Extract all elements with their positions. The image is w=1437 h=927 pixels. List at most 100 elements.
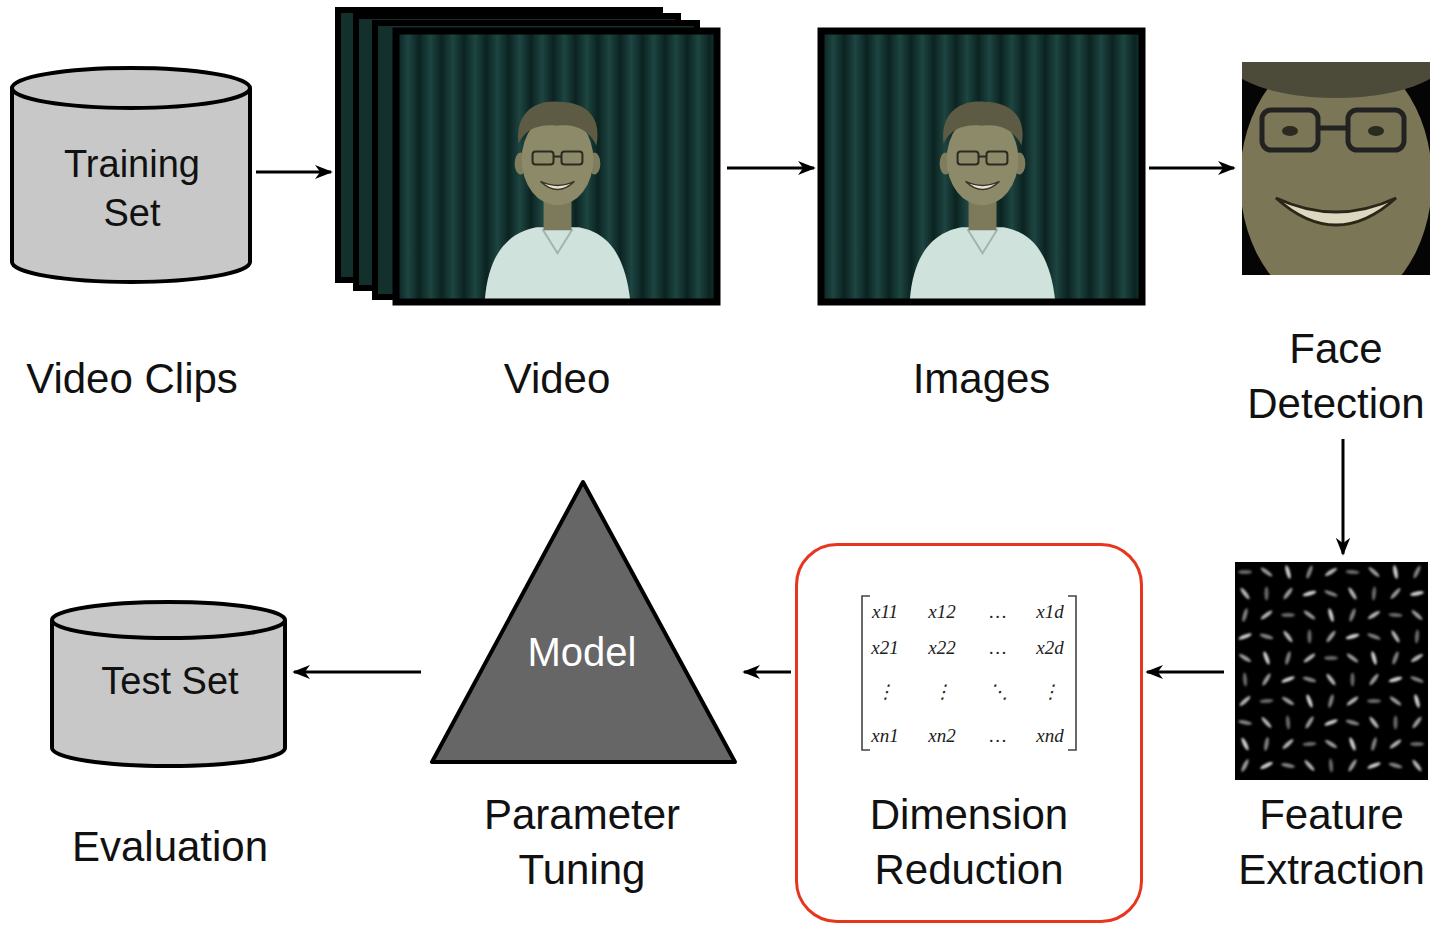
gabor-kernel (1368, 716, 1380, 730)
gabor-kernel (1305, 565, 1314, 580)
gabor-kernel (1284, 651, 1292, 666)
gabor-kernel (1324, 589, 1339, 598)
node-label: Images (818, 352, 1145, 407)
gabor-kernel (1370, 651, 1378, 666)
gabor-kernel (1348, 737, 1357, 752)
hair (1242, 62, 1430, 98)
gabor-kernel (1367, 761, 1382, 770)
gabor-kernel (1302, 590, 1317, 598)
gabor-kernel (1238, 570, 1252, 574)
gabor-kernel (1388, 612, 1402, 617)
gabor-kernel (1325, 673, 1337, 687)
smile (1276, 198, 1396, 225)
gabor-kernel (1302, 676, 1317, 684)
glasses (1348, 110, 1404, 150)
gabor-kernel (1346, 652, 1360, 664)
gabor-kernel (1284, 565, 1292, 580)
gabor-kernel (1346, 695, 1360, 707)
gabor-kernel (1368, 673, 1380, 687)
gabor-kernel (1324, 656, 1338, 660)
node-label: Parameter Tuning (462, 788, 702, 897)
gabor-kernel (1410, 609, 1423, 621)
gabor-kernel (1262, 651, 1271, 666)
gabor-kernel (1348, 608, 1357, 623)
matrix-entry: x2d (1024, 636, 1076, 660)
node-label: Training Set (47, 140, 217, 239)
gabor-image (1235, 562, 1428, 780)
gabor-kernel (1265, 587, 1269, 601)
gabor-kernel (1239, 587, 1251, 601)
gabor-kernel (1259, 633, 1274, 641)
gabor-kernel (1308, 630, 1312, 644)
image-still (822, 32, 1141, 301)
matrix-entry: x21 (859, 636, 911, 660)
gabor-kernel (1367, 610, 1381, 621)
gabor-kernel (1390, 630, 1401, 644)
glasses (1318, 126, 1348, 131)
database-cylinder (52, 620, 285, 766)
matrix-entry: x12 (916, 600, 968, 624)
database-cylinder: Test SetEvaluation (50, 595, 290, 885)
gabor-kernel (1389, 587, 1401, 600)
gabor-kernel (1281, 738, 1294, 750)
matrix-entry: xn1 (859, 724, 911, 748)
gabor-kernel (1325, 630, 1337, 644)
matrix-entry: x1d (1024, 600, 1076, 624)
matrix-entry: ⋮ (916, 680, 968, 704)
gabor-kernel (1345, 633, 1360, 641)
gabor-kernel (1367, 632, 1382, 641)
gabor-kernel (1281, 613, 1295, 617)
gabor-kernel (1241, 608, 1249, 623)
matrix-entry: xnd (1024, 724, 1076, 748)
database-cylinder-top (52, 602, 285, 638)
gabor-kernel (1347, 759, 1358, 773)
gabor-kernel (1260, 566, 1274, 578)
gabor-kernel (1347, 587, 1358, 601)
glasses (1262, 110, 1318, 150)
gabor-kernel (1391, 651, 1400, 666)
matrix-entry: … (972, 724, 1024, 748)
gabor-kernel (1242, 672, 1247, 686)
node-label: Test Set (70, 657, 270, 706)
gabor-kernel (1388, 762, 1403, 770)
gabor-kernel (1413, 694, 1421, 709)
gabor-kernel (1410, 675, 1425, 684)
gabor-kernel (1411, 759, 1423, 773)
gabor-kernel (1260, 716, 1272, 729)
gabor-kernel (1328, 758, 1333, 772)
matrix-entry: xn2 (916, 724, 968, 748)
gabor-kernel (1259, 698, 1273, 703)
gabor-kernel (1259, 761, 1273, 771)
gabor-kernel (1371, 586, 1376, 600)
gabor-kernel (1240, 758, 1250, 772)
flow-arrow (1149, 167, 1234, 170)
gabor-kernel (1282, 630, 1294, 644)
gabor-kernel (1370, 737, 1378, 752)
gabor-kernel (1367, 699, 1381, 703)
node-label: Face Detection (1238, 322, 1434, 431)
gabor-kernel (1324, 567, 1338, 578)
face-crop (1242, 62, 1430, 275)
node-label: Dimension Reduction (798, 788, 1140, 897)
gabor-kernel (1412, 565, 1422, 579)
feature-image: Feature Extraction (1228, 558, 1435, 903)
gabor-kernel (1327, 608, 1335, 623)
flow-arrow (294, 671, 421, 674)
gabor-kernel (1281, 762, 1296, 769)
flow-arrow (1342, 439, 1345, 554)
gabor-kernel (1414, 629, 1419, 643)
gabor-kernel (1282, 587, 1294, 601)
matrix-entry: ⋮ (1024, 680, 1076, 704)
matrix-bracket (862, 596, 870, 750)
gabor-kernel (1324, 739, 1338, 750)
process-box: Dimension Reduction (795, 543, 1143, 923)
gabor-kernel (1351, 673, 1355, 687)
gabor-kernel (1303, 609, 1317, 621)
video-frames: Video (335, 8, 723, 417)
matrix-entry: ⋱ (972, 680, 1024, 704)
gabor-kernel (1260, 609, 1274, 621)
gabor-kernel (1281, 675, 1296, 684)
gabor-kernel (1327, 694, 1335, 709)
